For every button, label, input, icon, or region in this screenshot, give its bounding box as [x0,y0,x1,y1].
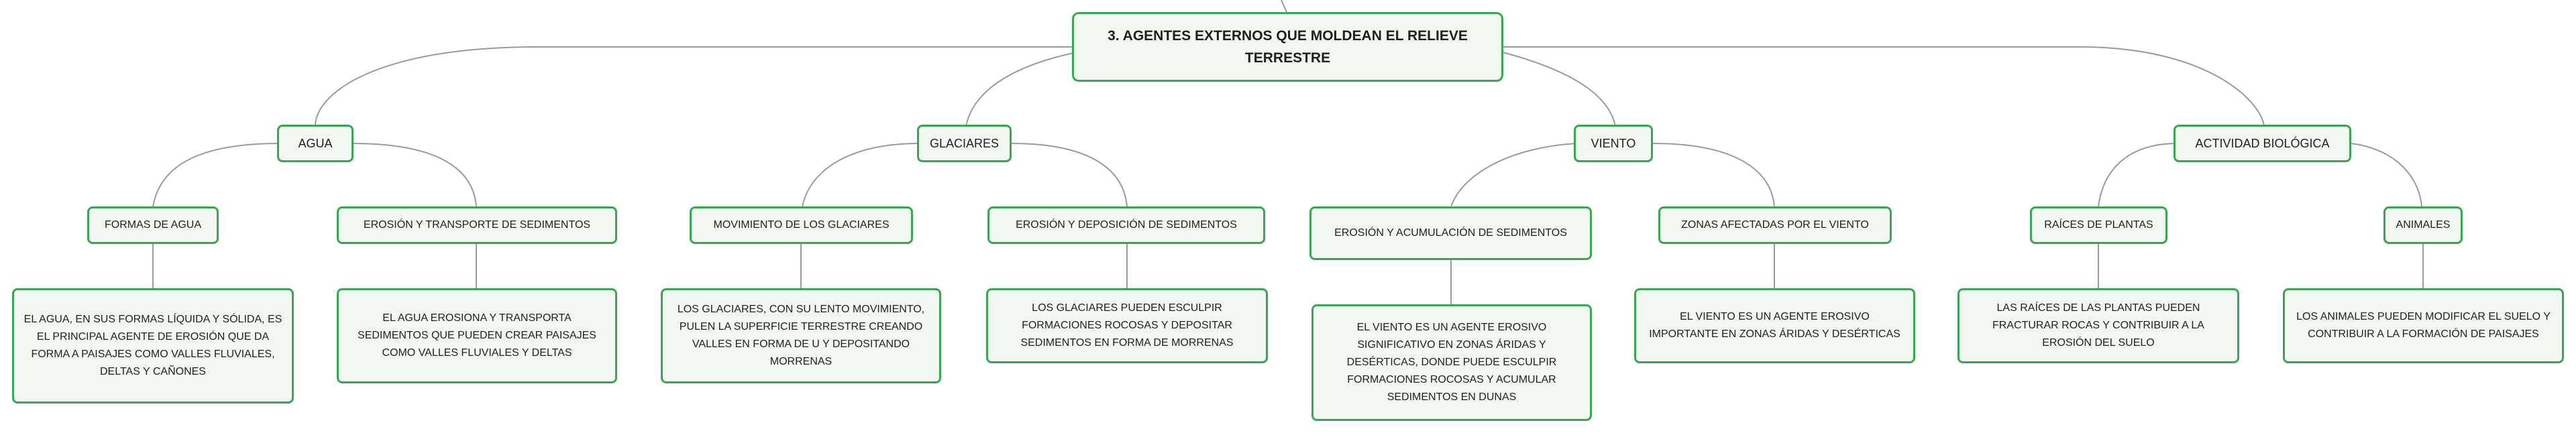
connector [1502,52,1616,127]
connector [315,46,1077,127]
subtopic-label: ANIMALES [2396,219,2451,231]
connector [152,143,280,207]
subtopic-label: ZONAS AFECTADAS POR EL VIENTO [1681,219,1869,231]
subtopic-node[interactable]: MOVIMIENTO DE LOS GLACIARES [690,206,913,244]
detail-text: LAS RAÍCES DE LAS PLANTAS PUEDEN FRACTUR… [1992,302,2204,349]
subtopic-label: EROSIÓN Y ACUMULACIÓN DE SEDIMENTOS [1334,227,1567,239]
detail-node[interactable]: LOS GLACIARES, CON SU LENTO MOVIMIENTO, … [661,288,941,383]
category-node-actividad-biologica[interactable]: ACTIVIDAD BIOLÓGICA [2174,125,2351,162]
detail-text: EL VIENTO ES UN AGENTE EROSIVO SIGNIFICA… [1346,322,1557,403]
central-topic-title: 3. AGENTES EXTERNOS QUE MOLDEAN EL RELIE… [1108,28,1468,66]
detail-text: LOS ANIMALES PUEDEN MODIFICAR EL SUELO Y… [2296,311,2551,340]
subtopic-label: FORMAS DE AGUA [104,219,202,231]
connector [352,143,477,207]
connector [1450,143,1577,207]
detail-node[interactable]: EL VIENTO ES UN AGENTE EROSIVO IMPORTANT… [1634,288,1915,363]
detail-node[interactable]: EL AGUA EROSIONA Y TRANSPORTA SEDIMENTOS… [337,288,617,383]
subtopic-node[interactable]: EROSIÓN Y ACUMULACIÓN DE SEDIMENTOS [1309,206,1592,260]
detail-node[interactable]: LAS RAÍCES DE LAS PLANTAS PUEDEN FRACTUR… [1957,288,2239,363]
detail-text: EL AGUA EROSIONA Y TRANSPORTA SEDIMENTOS… [358,312,596,359]
category-node-viento[interactable]: VIENTO [1574,125,1653,162]
detail-node[interactable]: EL VIENTO ES UN AGENTE EROSIVO SIGNIFICA… [1311,304,1592,421]
connector [802,143,920,207]
subtopic-node[interactable]: FORMAS DE AGUA [87,206,219,244]
detail-text: LOS GLACIARES, CON SU LENTO MOVIMIENTO, … [677,304,925,367]
subtopic-node[interactable]: ZONAS AFECTADAS POR EL VIENTO [1658,206,1892,244]
subtopic-node[interactable]: EROSIÓN Y TRANSPORTE DE SEDIMENTOS [337,206,617,244]
connector [2098,143,2178,207]
detail-text: EL VIENTO ES UN AGENTE EROSIVO IMPORTANT… [1649,311,1900,340]
connector [1011,143,1128,207]
category-node-agua[interactable]: AGUA [277,125,354,162]
subtopic-node[interactable]: ANIMALES [2383,206,2463,244]
connector [1503,46,2265,127]
category-label: VIENTO [1591,136,1636,150]
central-topic-node[interactable]: 3. AGENTES EXTERNOS QUE MOLDEAN EL RELIE… [1072,12,1503,82]
subtopic-label: EROSIÓN Y DEPOSICIÓN DE SEDIMENTOS [1016,219,1237,231]
category-node-glaciares[interactable]: GLACIARES [917,125,1012,162]
detail-text: LOS GLACIARES PUEDEN ESCULPIR FORMACIONE… [1020,302,1234,349]
connector [965,52,1077,127]
subtopic-node[interactable]: EROSIÓN Y DEPOSICIÓN DE SEDIMENTOS [987,206,1265,244]
subtopic-label: EROSIÓN Y TRANSPORTE DE SEDIMENTOS [363,219,591,231]
category-label: GLACIARES [929,136,1000,150]
connector [2350,143,2422,207]
connector [1652,143,1775,207]
subtopic-node[interactable]: RAÍCES DE PLANTAS [2030,206,2167,244]
subtopic-label: MOVIMIENTO DE LOS GLACIARES [713,219,890,231]
connector [1281,0,1287,13]
detail-node[interactable]: LOS ANIMALES PUEDEN MODIFICAR EL SUELO Y… [2283,288,2564,363]
subtopic-label: RAÍCES DE PLANTAS [2044,219,2153,231]
category-label: AGUA [298,136,333,150]
detail-node[interactable]: LOS GLACIARES PUEDEN ESCULPIR FORMACIONE… [986,288,1268,363]
detail-text: EL AGUA, EN SUS FORMAS LÍQUIDA Y SÓLIDA,… [23,314,282,377]
category-label: ACTIVIDAD BIOLÓGICA [2195,136,2330,150]
detail-node[interactable]: EL AGUA, EN SUS FORMAS LÍQUIDA Y SÓLIDA,… [12,288,294,403]
